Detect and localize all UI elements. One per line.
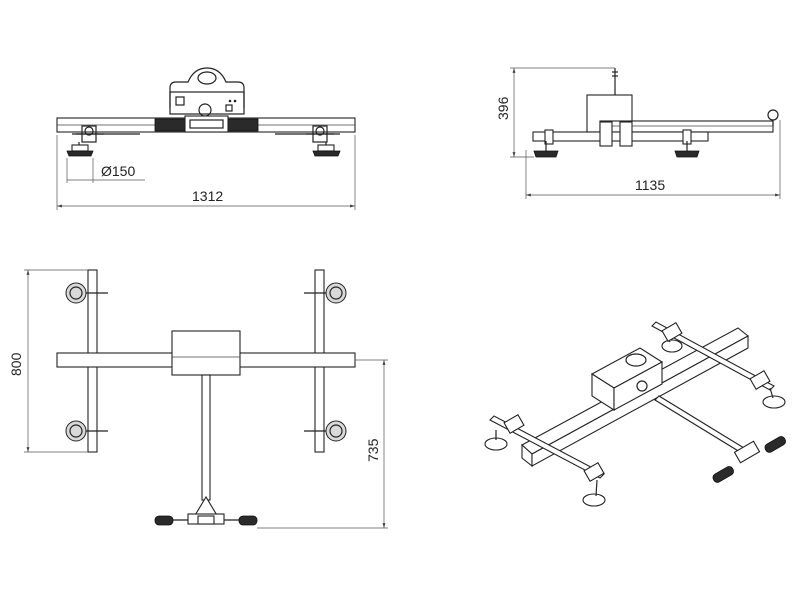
- top-housing: [171, 330, 241, 376]
- top-view: 800 735: [8, 269, 388, 529]
- top-arm-length-label: 735: [365, 438, 381, 462]
- pad-diameter-dimension: Ø150: [66, 158, 145, 183]
- side-height-label: 396: [495, 96, 511, 120]
- side-view: 396 1135: [495, 67, 781, 199]
- side-right-pad: [674, 141, 700, 158]
- isometric-view: [484, 321, 786, 507]
- iso-pad-1: [484, 430, 508, 451]
- front-left-pad: [66, 144, 94, 157]
- front-view: Ø150 1312: [56, 67, 356, 210]
- top-pad-top-right: [304, 282, 347, 304]
- front-width-label: 1312: [192, 188, 223, 204]
- top-handle: [154, 495, 258, 526]
- top-pad-top-left: [65, 282, 108, 304]
- front-right-pad: [312, 144, 341, 157]
- lifting-eye: [169, 67, 245, 117]
- top-pad-bottom-right: [304, 420, 347, 442]
- front-width-dimension: 1312: [56, 135, 356, 210]
- iso-pad-2: [582, 479, 606, 507]
- side-height-dimension: 396: [495, 67, 615, 158]
- pad-diameter-label: Ø150: [101, 163, 135, 179]
- side-left-pad: [533, 141, 559, 158]
- top-depth-dimension: 800: [8, 269, 88, 453]
- side-length-label: 1135: [635, 177, 665, 193]
- side-length-dimension: 1135: [525, 120, 781, 199]
- top-arm-length-dimension: 735: [257, 359, 388, 529]
- top-depth-label: 800: [8, 352, 24, 376]
- top-pad-bottom-left: [65, 420, 108, 442]
- iso-pad-4: [762, 387, 786, 409]
